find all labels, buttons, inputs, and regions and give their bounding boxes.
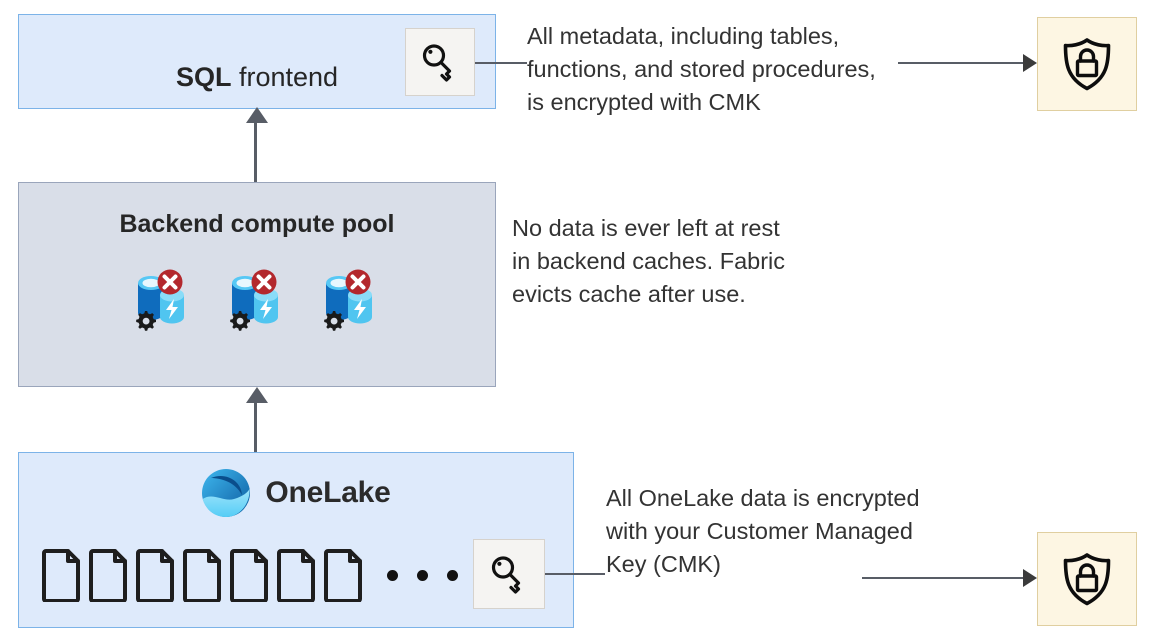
gear-icon <box>136 311 156 331</box>
db-cylinder-back <box>232 276 258 320</box>
sql-frontend-title: SQL frontend <box>19 61 495 93</box>
connector-onelake-to-backend-line <box>254 400 257 452</box>
compute-node-evicted-1 <box>136 269 184 331</box>
ellipsis-dots <box>387 569 458 581</box>
onelake-logo-wave <box>202 489 250 517</box>
lightning-bolt-icon <box>166 299 178 319</box>
lightning-bolt-icon <box>354 299 366 319</box>
x-badge <box>251 269 277 295</box>
db-cylinder-back <box>138 276 164 320</box>
connector-backend-to-sql-line <box>254 120 257 182</box>
file-icon <box>324 549 362 602</box>
file-icon <box>42 549 80 602</box>
connector-note-to-shield-bottom-arrowhead <box>1023 569 1037 587</box>
connector-note-to-shield-top-arrowhead <box>1023 54 1037 72</box>
onelake-header: OneLake <box>18 468 574 518</box>
lightning-bolt-icon <box>260 299 272 319</box>
ellipsis-dot <box>387 569 398 581</box>
note-no-data-at-rest: No data is ever left at rest in backend … <box>512 215 786 307</box>
connector-lakekey-to-note <box>545 573 605 575</box>
backend-pool-title: Backend compute pool <box>119 210 395 238</box>
connector-backend-to-sql-arrowhead <box>246 107 268 123</box>
compute-node-row <box>18 265 496 335</box>
onelake-file-row <box>42 548 521 602</box>
connector-onelake-to-backend-arrowhead <box>246 387 268 403</box>
key-hole <box>497 561 502 566</box>
ellipsis-dot <box>417 569 428 581</box>
compute-node-evicted-2 <box>230 269 278 331</box>
note-onelake-cmk: All OneLake data is encrypted with your … <box>606 485 920 577</box>
key-hole <box>428 49 433 54</box>
gear-icon <box>324 311 344 331</box>
key-icon <box>422 44 452 82</box>
connector-sqlkey-to-note <box>475 62 527 64</box>
key-icon <box>491 556 521 594</box>
connector-note-to-shield-bottom-line <box>862 577 1026 579</box>
sql-frontend-title-rest: frontend <box>231 62 339 92</box>
note-metadata-cmk: All metadata, including tables, function… <box>527 23 876 115</box>
gear-icon <box>230 311 250 331</box>
onelake-label: OneLake <box>265 476 391 509</box>
x-badge <box>345 269 371 295</box>
shield-lock-icon <box>1063 38 1111 91</box>
onelake-logo <box>202 469 251 517</box>
onelake-key-box <box>473 539 545 609</box>
compute-node-evicted-3 <box>324 269 372 331</box>
onelake-logo-fold <box>211 475 243 495</box>
file-icon <box>230 549 268 602</box>
shield-box-bottom <box>1037 532 1137 626</box>
file-icon <box>277 549 315 602</box>
file-icon <box>89 549 127 602</box>
file-icon <box>136 549 174 602</box>
ellipsis-dot <box>447 569 458 581</box>
x-badge <box>157 269 183 295</box>
shield-box-top <box>1037 17 1137 111</box>
file-icon <box>183 549 221 602</box>
db-cylinder-back <box>326 276 352 320</box>
connector-note-to-shield-top-line <box>898 62 1026 64</box>
shield-lock-icon <box>1063 553 1111 606</box>
sql-frontend-key-box <box>405 28 475 96</box>
sql-frontend-title-bold: SQL <box>175 62 232 92</box>
